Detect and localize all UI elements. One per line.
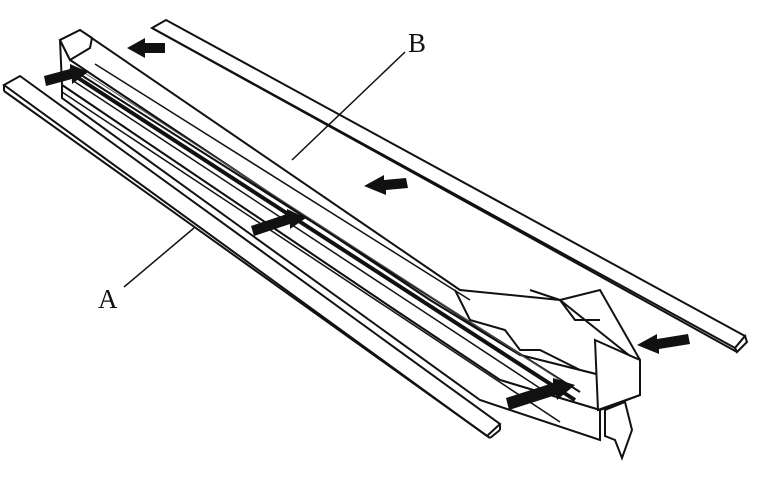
upper-loose-strip	[149, 18, 749, 354]
arrow-left	[44, 64, 88, 86]
arrow-middle-upper	[364, 175, 408, 195]
arrow-middle	[251, 209, 306, 236]
leader-lines	[123, 51, 406, 288]
arrow-top-left	[127, 38, 165, 58]
main-rail-body	[58, 28, 641, 461]
callout-a: A	[98, 284, 118, 314]
strip-a	[2, 74, 502, 439]
leader-b	[291, 51, 406, 161]
arrow-bottom-right	[506, 378, 575, 410]
leader-a	[123, 227, 195, 288]
arrow-right	[637, 334, 690, 354]
callout-b: B	[408, 28, 426, 58]
insertion-arrows	[44, 38, 690, 410]
